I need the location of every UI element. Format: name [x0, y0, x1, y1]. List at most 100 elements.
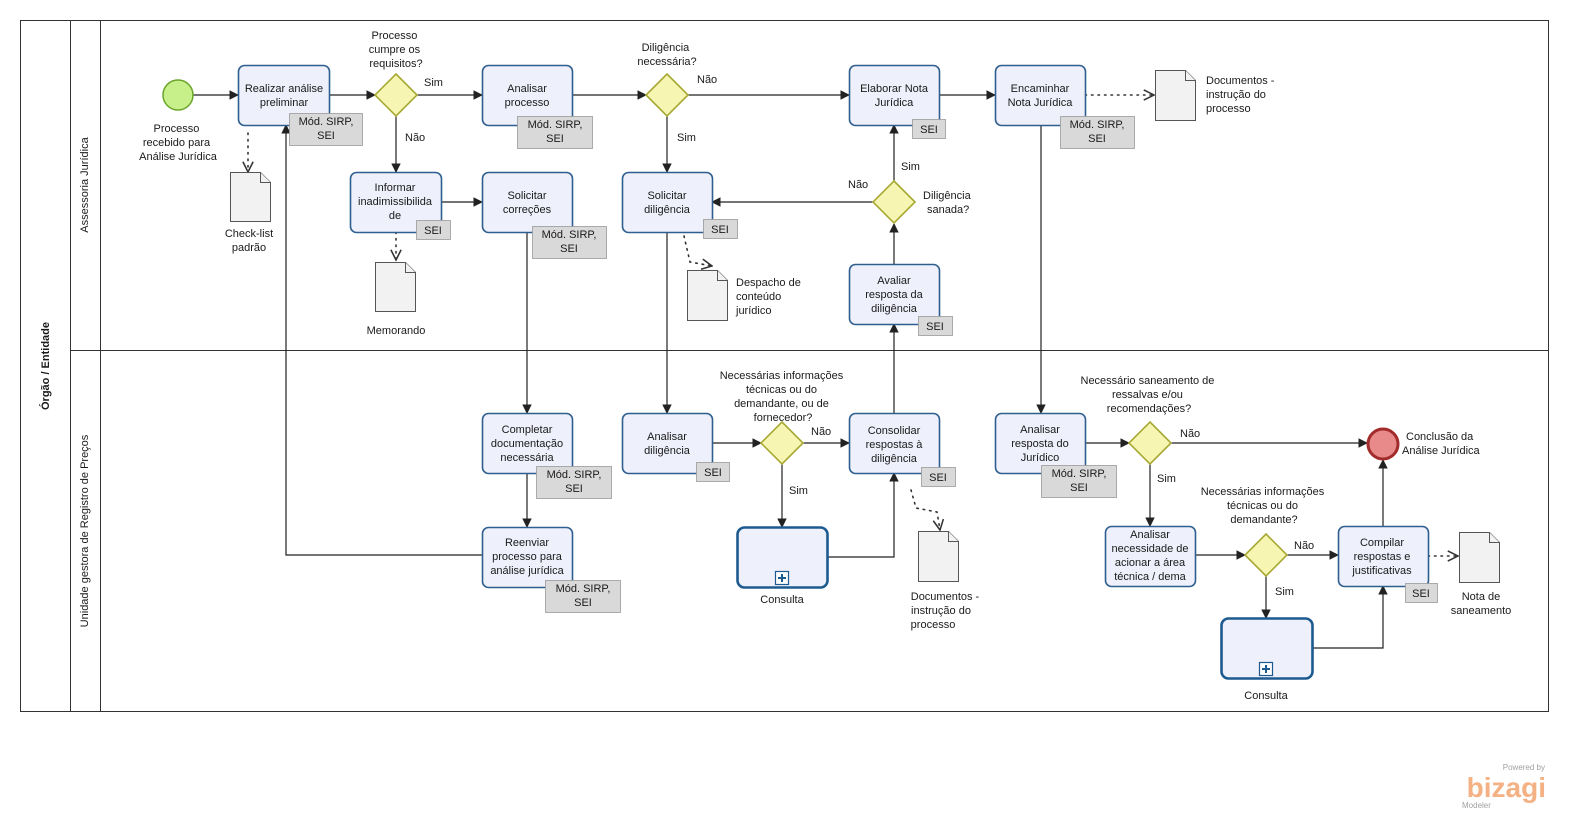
lane-label-juridica: Assessoria Jurídica: [79, 136, 91, 232]
flow-label-sim: Sim: [901, 161, 920, 173]
svg-text:SEI: SEI: [711, 224, 729, 236]
end-event: Conclusão da Análise Jurídica: [1366, 427, 1481, 461]
gateway-requisitos[interactable]: [373, 72, 419, 118]
svg-text:SEI: SEI: [929, 472, 947, 484]
watermark-modeler: Modeler: [1462, 801, 1491, 810]
start-event-label: Processo recebido para Análise Jurídica: [139, 123, 218, 163]
subprocess-consulta[interactable]: Consulta: [1220, 617, 1314, 703]
tool-tag: SEI: [918, 316, 953, 336]
end-event-label: Conclusão da Análise Jurídica: [1402, 431, 1481, 457]
gateway-informacoes-demandante[interactable]: [1243, 532, 1289, 578]
tool-tag: Mód. SIRP,SEI: [1060, 116, 1135, 149]
svg-text:Mód. SIRP,SEI: Mód. SIRP,SEI: [528, 119, 583, 145]
sequence-flows: [193, 90, 1388, 649]
bizagi-watermark: Powered by bizagi Modeler: [1462, 763, 1546, 810]
start-event: Processo recebido para Análise Jurídica: [139, 79, 218, 163]
flow-label-sim: Sim: [1157, 473, 1176, 485]
flow-label-nao: Não: [1180, 428, 1200, 440]
flow-label-sim: Sim: [424, 77, 443, 89]
tool-tag: Mód. SIRP,SEI: [532, 226, 607, 259]
tool-tag: Mód. SIRP,SEI: [289, 113, 363, 146]
flow-label-nao: Não: [811, 426, 831, 438]
gateway-diligencia-necessaria-label: Diligência necessária?: [637, 42, 696, 68]
watermark-powered-by: Powered by: [1503, 763, 1545, 772]
subprocess-label: Consulta: [1244, 690, 1288, 702]
svg-text:Mód. SIRP,SEI: Mód. SIRP,SEI: [1052, 468, 1107, 494]
gateway-informacoes-tecnicas[interactable]: [759, 420, 805, 466]
pool-label: Órgão / Entidade: [39, 322, 52, 410]
gateway-diligencia-necessaria[interactable]: [644, 72, 690, 118]
document-icon: [1155, 70, 1196, 121]
flow-label-sim: Sim: [789, 485, 808, 497]
gateway-diligencia-sanada-label: Diligência sanada?: [923, 190, 974, 216]
flow-label-sim: Sim: [677, 132, 696, 144]
gateway-saneamento-label: Necessário saneamento de ressalvas e/ou …: [1081, 375, 1218, 415]
svg-text:Mód. SIRP,SEI: Mód. SIRP,SEI: [542, 229, 597, 255]
flow-labels: Sim Não Não Sim Sim Não Não Sim Não Sim …: [405, 74, 1314, 598]
tool-tag: Mód. SIRP,SEI: [1041, 465, 1117, 498]
tool-tag: Mód. SIRP,SEI: [517, 116, 593, 149]
subprocesses: Consulta Consulta: [736, 526, 1314, 703]
svg-text:SEI: SEI: [926, 321, 944, 333]
tool-tag: SEI: [921, 467, 956, 487]
document-icon: [918, 531, 959, 582]
tool-tag: Mód. SIRP,SEI: [536, 466, 612, 499]
gateway-saneamento[interactable]: [1127, 420, 1173, 466]
gateway-informacoes-demandante-label: Necessárias informações técnicas ou do d…: [1201, 486, 1328, 526]
document-icon: [230, 172, 271, 222]
tool-tag: Mód. SIRP,SEI: [545, 580, 621, 613]
tool-tag: SEI: [912, 119, 946, 139]
svg-text:SEI: SEI: [704, 467, 722, 479]
subprocess-consulta[interactable]: Consulta: [736, 526, 829, 607]
associations: [248, 95, 1458, 556]
gateway-diligencia-sanada[interactable]: [871, 179, 917, 225]
lane-label-gestora: Unidade gestora de Registro de Preços: [79, 434, 91, 627]
svg-text:SEI: SEI: [1412, 588, 1430, 600]
gateway-informacoes-tecnicas-label: Necessárias informações técnicas ou do d…: [720, 370, 847, 424]
tool-tag: SEI: [703, 219, 738, 239]
expand-icon[interactable]: [774, 570, 790, 586]
expand-icon[interactable]: [1258, 661, 1274, 677]
tool-tag: SEI: [696, 462, 730, 482]
gateways: Processo cumpre os requisitos? Diligênci…: [369, 30, 1328, 578]
flow-label-nao: Não: [848, 179, 868, 191]
gateway-requisitos-label: Processo cumpre os requisitos?: [369, 30, 423, 70]
tool-tag: SEI: [1405, 583, 1438, 603]
pool: Órgão / Entidade Assessoria Jurídica Uni…: [20, 20, 1549, 712]
svg-text:Mód. SIRP,SEI: Mód. SIRP,SEI: [556, 583, 611, 609]
document-icon: [687, 270, 728, 321]
svg-text:SEI: SEI: [920, 124, 938, 136]
